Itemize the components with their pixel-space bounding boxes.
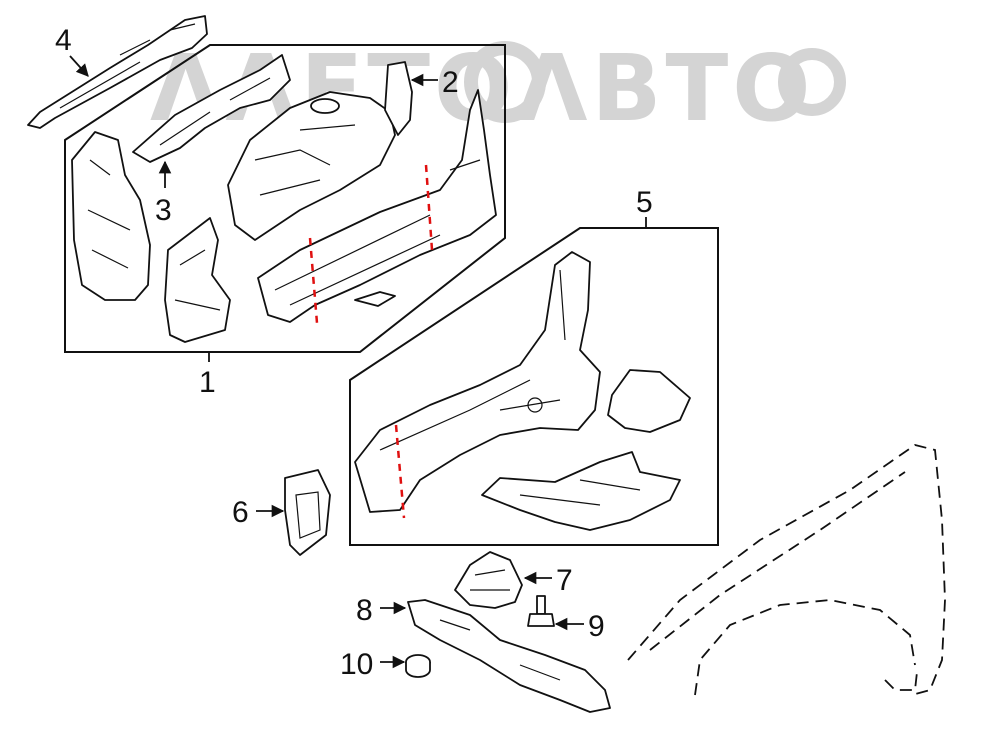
leader-4 [69,55,89,77]
part-7-bracket-detail [470,569,510,591]
part-1-left-panel-detail [87,159,131,269]
part-4-detail [59,23,196,109]
part-1-mid-bracket [164,217,231,343]
part-5-bracket [607,369,691,433]
cut-line-5 [394,424,406,519]
part-5-hole [527,397,543,413]
callout-4: 4 [55,24,72,57]
part-3-detail [159,77,271,146]
cut-line-1a [308,237,319,324]
cut-line-1b [424,164,434,251]
part-5-wheelhouse-detail [379,269,566,451]
part-8-brace [407,599,611,713]
part-5-floor-pan [481,451,681,531]
group-5-frame [349,227,719,546]
callout-5: 5 [636,186,653,219]
part-5-wheelhouse [354,251,601,513]
part-9-bolt [527,595,555,627]
callout-3: 3 [155,194,172,227]
part-1-shock-tower [227,91,396,241]
part-6-plate [284,469,331,556]
part-10-nut [405,654,431,678]
part-8-brace-detail [439,619,561,681]
callout-7: 7 [556,564,573,597]
part-1-small-clip [354,291,396,307]
part-3-bracket [132,54,291,163]
group-1-frame [64,44,506,353]
part-1-mid-bracket-detail [174,249,221,311]
part-6-plate-detail [295,491,321,539]
part-2-panel [384,61,413,136]
callout-9: 9 [588,610,605,643]
part-1-tower-cap [310,98,340,114]
callout-1: 1 [199,366,216,399]
callout-2: 2 [442,66,459,99]
part-5-floor-pan-detail [519,479,641,506]
part-1-shock-tower-detail [254,124,356,196]
fender-outline [627,444,946,696]
part-1-lower-rail [257,89,497,323]
part-1-left-panel [71,131,151,301]
part-7-bracket [454,551,523,609]
callout-6: 6 [232,496,249,529]
callout-10: 10 [340,648,373,681]
leader-lines [69,55,647,669]
callout-8: 8 [356,594,373,627]
